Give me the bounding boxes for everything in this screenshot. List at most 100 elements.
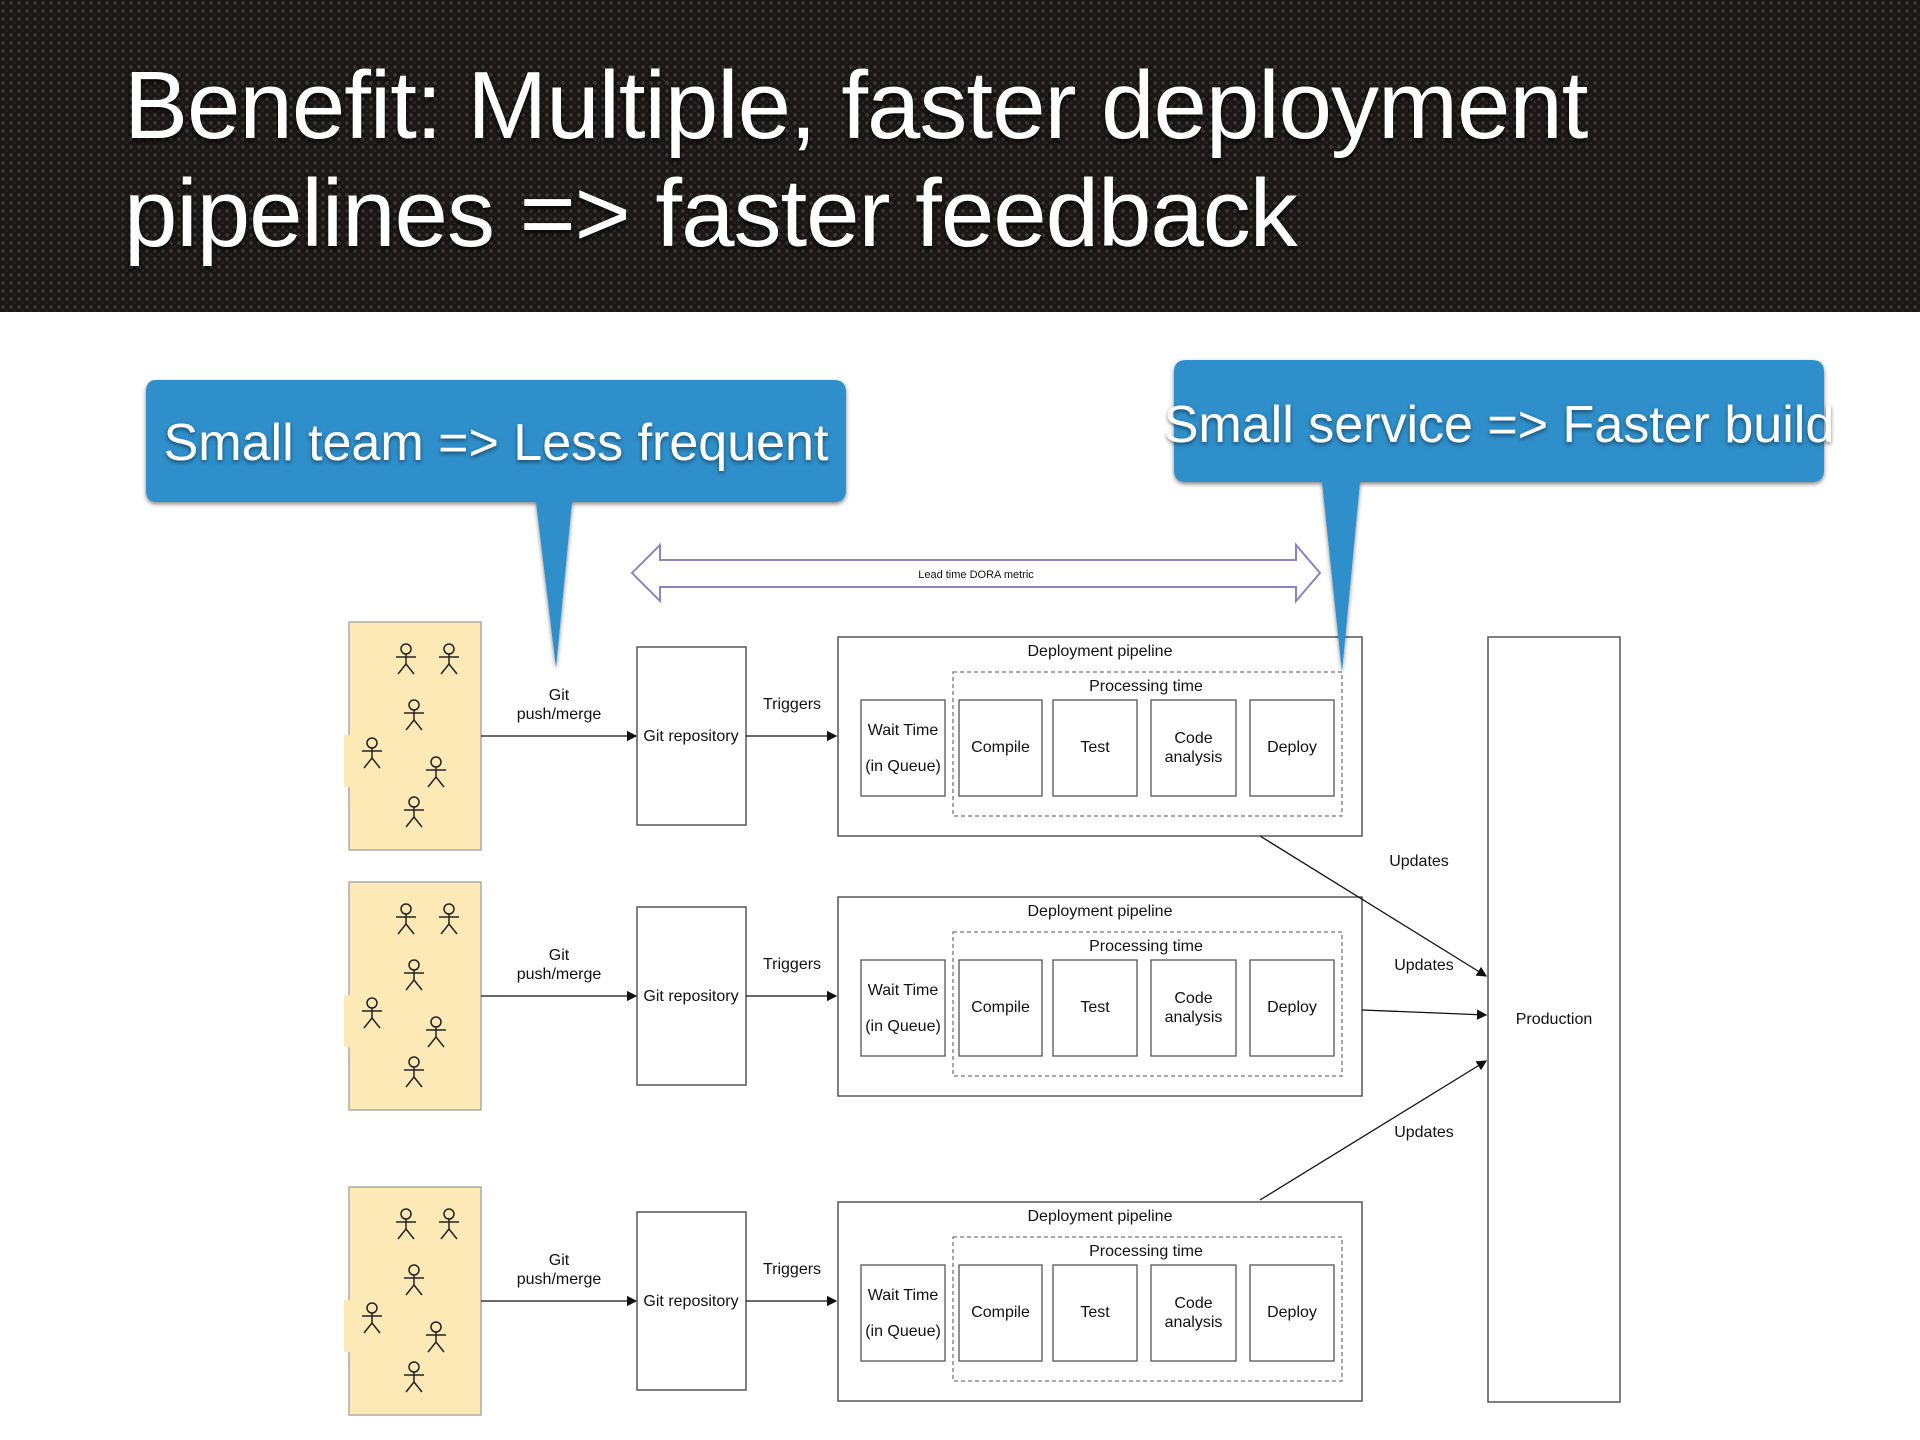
person-icon <box>404 796 424 828</box>
processing-time-label: Processing time <box>1089 938 1203 955</box>
code-analysis-stage-label-1: Code <box>1174 730 1212 747</box>
person-icon <box>404 959 424 991</box>
compile-stage-label: Compile <box>971 1304 1030 1321</box>
git-label-line-1: Git <box>549 687 570 704</box>
wait-time-label: Wait Time <box>868 1287 939 1304</box>
git-repository-label: Git repository <box>643 728 738 745</box>
updates-label-2: Updates <box>1394 957 1454 974</box>
person-icon <box>439 1208 459 1240</box>
code-analysis-stage-label-2: analysis <box>1165 749 1223 766</box>
code-analysis-stage-label-2: analysis <box>1165 1009 1223 1026</box>
person-icon <box>362 1302 382 1334</box>
deploy-stage-label: Deploy <box>1267 1304 1317 1321</box>
team-box <box>348 621 482 851</box>
test-stage <box>1052 1264 1138 1362</box>
production-label: Production <box>1516 1011 1593 1028</box>
person-icon <box>404 1264 424 1296</box>
deploy-stage <box>1249 959 1335 1057</box>
person-icon <box>396 1208 416 1240</box>
callout-left: Small team => Less frequent <box>146 380 846 668</box>
test-stage-label: Test <box>1080 739 1110 756</box>
git-label-line-1: Git <box>549 1252 570 1269</box>
code-analysis-stage <box>1150 699 1237 797</box>
deploy-stage <box>1249 699 1335 797</box>
callout-right-text: Small service => Faster build <box>1164 396 1835 454</box>
wait-time-label: Wait Time <box>868 722 939 739</box>
lead-time-arrow: Lead time DORA metric <box>630 542 1322 604</box>
deployment-pipeline-label: Deployment pipeline <box>1028 903 1173 920</box>
compile-stage-label: Compile <box>971 999 1030 1016</box>
updates-label-3: Updates <box>1394 1124 1454 1141</box>
deploy-stage <box>1249 1264 1335 1362</box>
person-icon <box>404 1056 424 1088</box>
person-icon <box>404 699 424 731</box>
code-analysis-stage-label-2: analysis <box>1165 1314 1223 1331</box>
git-repository-box <box>636 646 747 826</box>
compile-stage <box>958 1264 1043 1362</box>
git-repository-label: Git repository <box>643 1293 738 1310</box>
git-label-line-1: Git <box>549 947 570 964</box>
code-analysis-stage-label-1: Code <box>1174 1295 1212 1312</box>
in-queue-label: (in Queue) <box>865 1323 941 1340</box>
triggers-label: Triggers <box>763 696 821 713</box>
wait-time-box <box>860 1264 946 1362</box>
processing-time-box <box>952 671 1343 817</box>
deployment-pipeline-label: Deployment pipeline <box>1028 643 1173 660</box>
deploy-stage-label: Deploy <box>1267 999 1317 1016</box>
slide-title-line-2: pipelines => faster feedback <box>124 160 1298 267</box>
wait-time-box <box>860 699 946 797</box>
test-stage <box>1052 959 1138 1057</box>
git-repository-label: Git repository <box>643 988 738 1005</box>
processing-time-label: Processing time <box>1089 678 1203 695</box>
slide-title-line-1: Benefit: Multiple, faster deployment <box>124 52 1588 159</box>
code-analysis-stage-label-1: Code <box>1174 990 1212 1007</box>
git-repository-box <box>636 1211 747 1391</box>
code-analysis-stage <box>1150 959 1237 1057</box>
code-analysis-stage <box>1150 1264 1237 1362</box>
team-box-notch <box>344 995 352 1047</box>
slide-title: Benefit: Multiple, faster deployment pip… <box>124 52 1824 268</box>
person-icon <box>396 643 416 675</box>
production-box <box>1487 636 1621 1403</box>
person-icon <box>404 1361 424 1393</box>
compile-stage <box>958 699 1043 797</box>
person-icon <box>396 903 416 935</box>
team-box-notch <box>344 735 352 787</box>
deployment-pipeline-label: Deployment pipeline <box>1028 1208 1173 1225</box>
processing-time-box <box>952 931 1343 1077</box>
callout-right: Small service => Faster build <box>1164 360 1835 672</box>
team-box <box>348 881 482 1111</box>
wait-time-box <box>860 959 946 1057</box>
compile-stage <box>958 959 1043 1057</box>
person-icon <box>426 1016 446 1048</box>
team-box <box>348 1186 482 1416</box>
processing-time-box <box>952 1236 1343 1382</box>
updates-label-1: Updates <box>1389 853 1449 870</box>
person-icon <box>439 643 459 675</box>
team-box-notch <box>344 1300 352 1352</box>
in-queue-label: (in Queue) <box>865 758 941 775</box>
person-icon <box>362 737 382 769</box>
triggers-label: Triggers <box>763 1261 821 1278</box>
git-repository-box <box>636 906 747 1086</box>
in-queue-label: (in Queue) <box>865 1018 941 1035</box>
git-label-line-2: push/merge <box>517 706 602 723</box>
title-banner <box>0 0 1920 312</box>
git-label-line-2: push/merge <box>517 1271 602 1288</box>
lead-time-label: Lead time DORA metric <box>918 569 1034 581</box>
callout-left-text: Small team => Less frequent <box>164 414 829 472</box>
person-icon <box>426 756 446 788</box>
triggers-label: Triggers <box>763 956 821 973</box>
updates-arrows: Updates Updates Updates <box>1259 835 1488 1201</box>
deploy-stage-label: Deploy <box>1267 739 1317 756</box>
person-icon <box>426 1321 446 1353</box>
git-label-line-2: push/merge <box>517 966 602 983</box>
compile-stage-label: Compile <box>971 739 1030 756</box>
wait-time-label: Wait Time <box>868 982 939 999</box>
person-icon <box>362 997 382 1029</box>
